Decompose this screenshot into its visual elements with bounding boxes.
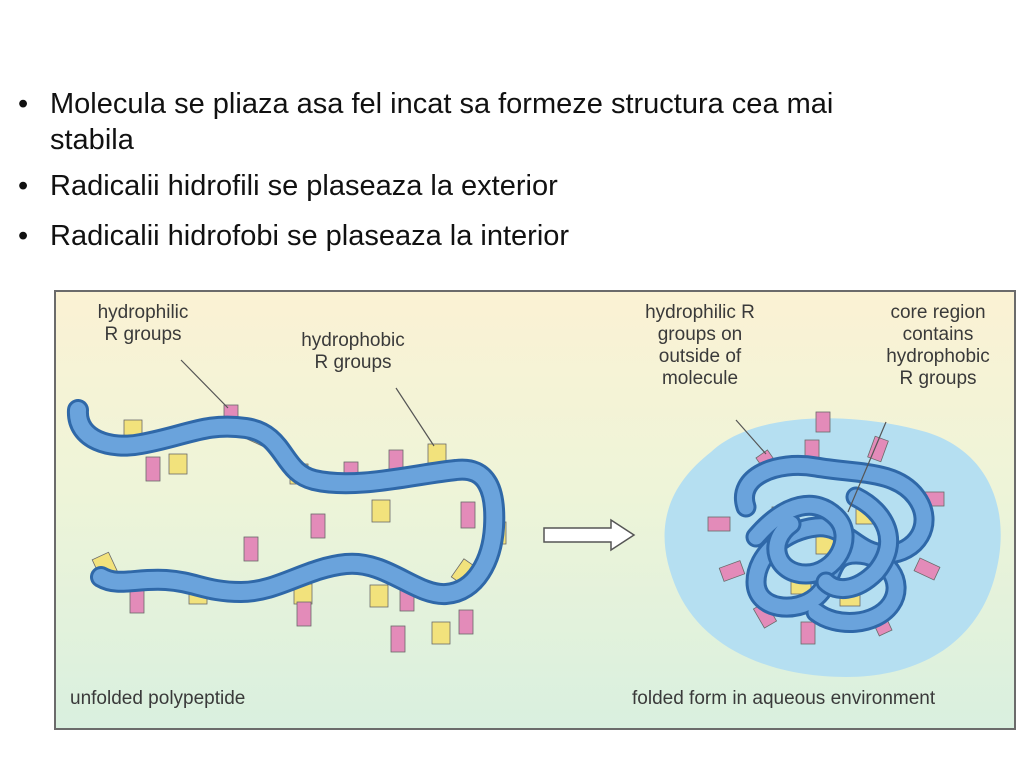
hydrophilic-r-group: [707, 516, 731, 532]
label-core-region: core region contains hydrophobic R group…: [886, 302, 990, 389]
label-hydrophilic-outside: hydrophilic R groups on outside of molec…: [645, 302, 755, 389]
hydrophobic-r-group: [168, 453, 188, 475]
hydrophilic-r-group: [390, 625, 406, 653]
caption-folded: folded form in aqueous environment: [632, 688, 936, 709]
bullet-marker: •: [18, 170, 29, 202]
folded-molecule: [707, 411, 945, 645]
hydrophilic-r-group: [913, 557, 941, 581]
hydrophilic-r-group: [460, 501, 476, 529]
bullet-text: Radicalii hidrofobi se plaseaza la inter…: [50, 220, 570, 252]
bullet-item: • Radicalii hidrofobi se plaseaza la inte…: [18, 218, 898, 254]
hydrophilic-r-group: [243, 536, 259, 562]
diagram-drawing: [67, 359, 1001, 677]
hydrophilic-r-group: [867, 435, 889, 463]
hydrophilic-r-group: [800, 621, 816, 645]
bullet-marker: •: [18, 88, 29, 120]
hydrophilic-r-group: [129, 588, 145, 614]
bullet-item: • Molecula se pliaza asa fel incat sa for…: [18, 86, 898, 158]
unfolded-polypeptide-chain: [67, 399, 506, 605]
caption-unfolded: unfolded polypeptide: [70, 688, 246, 709]
hydrophilic-r-group: [296, 601, 312, 627]
bullet-text: Molecula se pliaza asa fel incat sa form…: [50, 88, 834, 156]
protein-folding-diagram: hydrophilic R groups hydrophobic R group…: [54, 290, 1016, 730]
label-pointer-lines: [180, 359, 887, 513]
bullet-text: Radicalii hidrofili se plaseaza la exter…: [50, 170, 558, 202]
hydrophilic-r-group: [815, 411, 831, 433]
bullet-list: • Molecula se pliaza asa fel incat sa for…: [18, 86, 898, 268]
bullet-item: • Radicalii hidrofili se plaseaza la exte…: [18, 168, 898, 204]
hydrophilic-r-group: [718, 560, 746, 582]
hydrophobic-r-group: [371, 499, 391, 523]
hydrophilic-r-group: [310, 513, 326, 539]
transition-arrow: [543, 518, 636, 552]
hydrophobic-r-group: [369, 584, 389, 608]
hydrophilic-r-group: [145, 456, 161, 482]
label-hydrophobic-groups: hydrophobic R groups: [301, 330, 405, 373]
label-hydrophilic-groups: hydrophilic R groups: [97, 302, 189, 345]
hydrophilic-r-group: [458, 609, 474, 635]
hydrophobic-r-group: [431, 621, 451, 645]
bullet-marker: •: [18, 220, 29, 252]
